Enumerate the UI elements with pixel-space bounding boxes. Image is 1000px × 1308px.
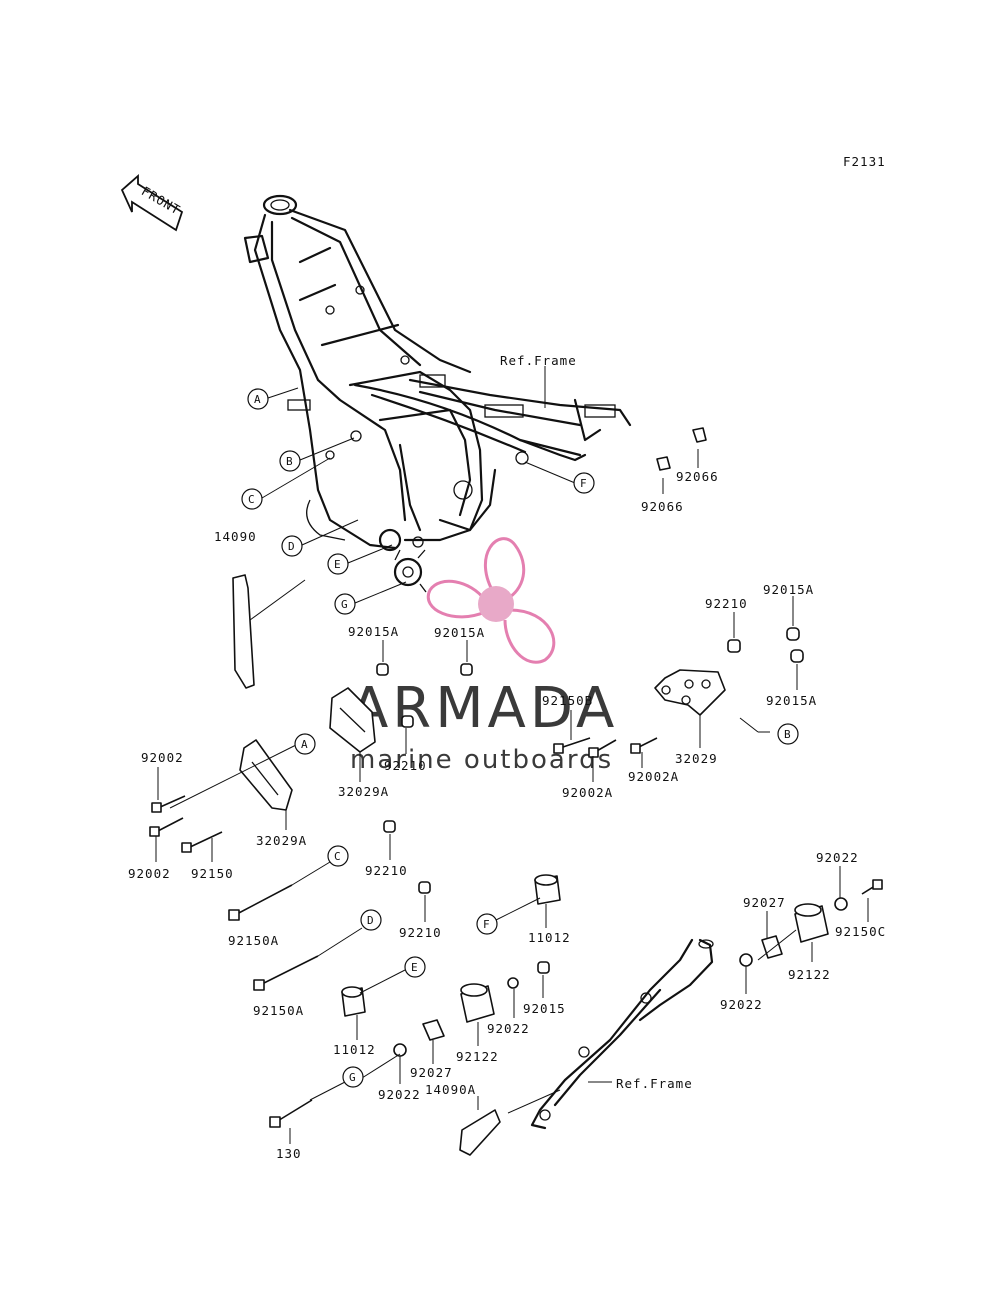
callout-g-upper: G (334, 593, 356, 615)
svg-text:E: E (334, 558, 341, 571)
part-label: 92015A (434, 625, 485, 640)
ref-frame-label-upper: Ref.Frame (500, 353, 577, 368)
callout-a-lower: A (294, 733, 316, 755)
svg-text:B: B (286, 455, 293, 468)
part-label: 92150A (253, 1003, 304, 1018)
watermark-tagline: marine outboards (350, 745, 613, 775)
part-label: 92210 (399, 925, 442, 940)
part-label: 92150B (542, 693, 593, 708)
svg-text:F: F (483, 918, 490, 931)
part-label: 92027 (410, 1065, 453, 1080)
leader-lines (155, 366, 869, 1144)
svg-text:C: C (334, 850, 341, 863)
part-label: 14090 (214, 529, 257, 544)
part-label: 32029A (256, 833, 307, 848)
svg-text:F: F (580, 477, 587, 490)
part-label: 92002 (141, 750, 184, 765)
part-label: 92002A (628, 769, 679, 784)
svg-text:G: G (341, 598, 348, 611)
watermark-brand: ARMADA (350, 676, 618, 741)
svg-text:E: E (411, 961, 418, 974)
ref-frame-label-lower: Ref.Frame (616, 1076, 693, 1091)
svg-text:A: A (254, 393, 261, 406)
part-label: 92122 (456, 1049, 499, 1064)
armada-logo-icon (426, 537, 556, 664)
callout-c-lower: C (327, 845, 349, 867)
part-label: 92022 (720, 997, 763, 1012)
part-label: 92022 (487, 1021, 530, 1036)
part-label: 32029 (675, 751, 718, 766)
front-arrow-icon: FRONT (120, 174, 183, 232)
part-label: 92022 (816, 850, 859, 865)
part-label: 92015 (523, 1001, 566, 1016)
frame-drawing (243, 194, 632, 593)
part-label: 92150 (191, 866, 234, 881)
callout-g-lower: G (342, 1066, 364, 1088)
svg-text:D: D (288, 540, 295, 553)
part-label: 11012 (333, 1042, 376, 1057)
svg-text:D: D (367, 914, 374, 927)
part-label: 92150C (835, 924, 886, 939)
callout-d-upper: D (281, 535, 303, 557)
callout-e-lower: E (404, 956, 426, 978)
callout-f-lower: F (476, 913, 498, 935)
part-label: 92066 (676, 469, 719, 484)
part-label: 92022 (378, 1087, 421, 1102)
figure-code: F2131 (843, 154, 886, 169)
part-label: 92002A (562, 785, 613, 800)
callout-b-lower: B (777, 723, 799, 745)
part-label: 11012 (528, 930, 571, 945)
svg-text:A: A (301, 738, 308, 751)
callout-circles: A B C D E F G A B C D E F G (241, 388, 799, 1088)
part-label: 92066 (641, 499, 684, 514)
part-label: 92150A (228, 933, 279, 948)
part-labels: 14090 92066 92066 92210 92015A 92015A 92… (128, 469, 886, 1161)
part-label: 14090A (425, 1082, 476, 1097)
parts-geometry (149, 427, 883, 1156)
svg-text:G: G (349, 1071, 356, 1084)
part-label: 92122 (788, 967, 831, 982)
part-label: 92015A (766, 693, 817, 708)
callout-d-lower: D (360, 909, 382, 931)
callout-b-upper: B (279, 450, 301, 472)
part-label: 92210 (705, 596, 748, 611)
part-label: 92027 (743, 895, 786, 910)
callout-c-upper: C (241, 488, 263, 510)
part-label: 92210 (384, 758, 427, 773)
part-label: 92002 (128, 866, 171, 881)
callout-a-upper: A (247, 388, 269, 410)
part-label: 130 (276, 1146, 302, 1161)
part-label: 92015A (763, 582, 814, 597)
svg-text:B: B (784, 728, 791, 741)
part-label: 92015A (348, 624, 399, 639)
callout-e-upper: E (327, 553, 349, 575)
callout-f-upper: F (573, 472, 595, 494)
svg-text:C: C (248, 493, 255, 506)
part-label: 92210 (365, 863, 408, 878)
part-label: 32029A (338, 784, 389, 799)
